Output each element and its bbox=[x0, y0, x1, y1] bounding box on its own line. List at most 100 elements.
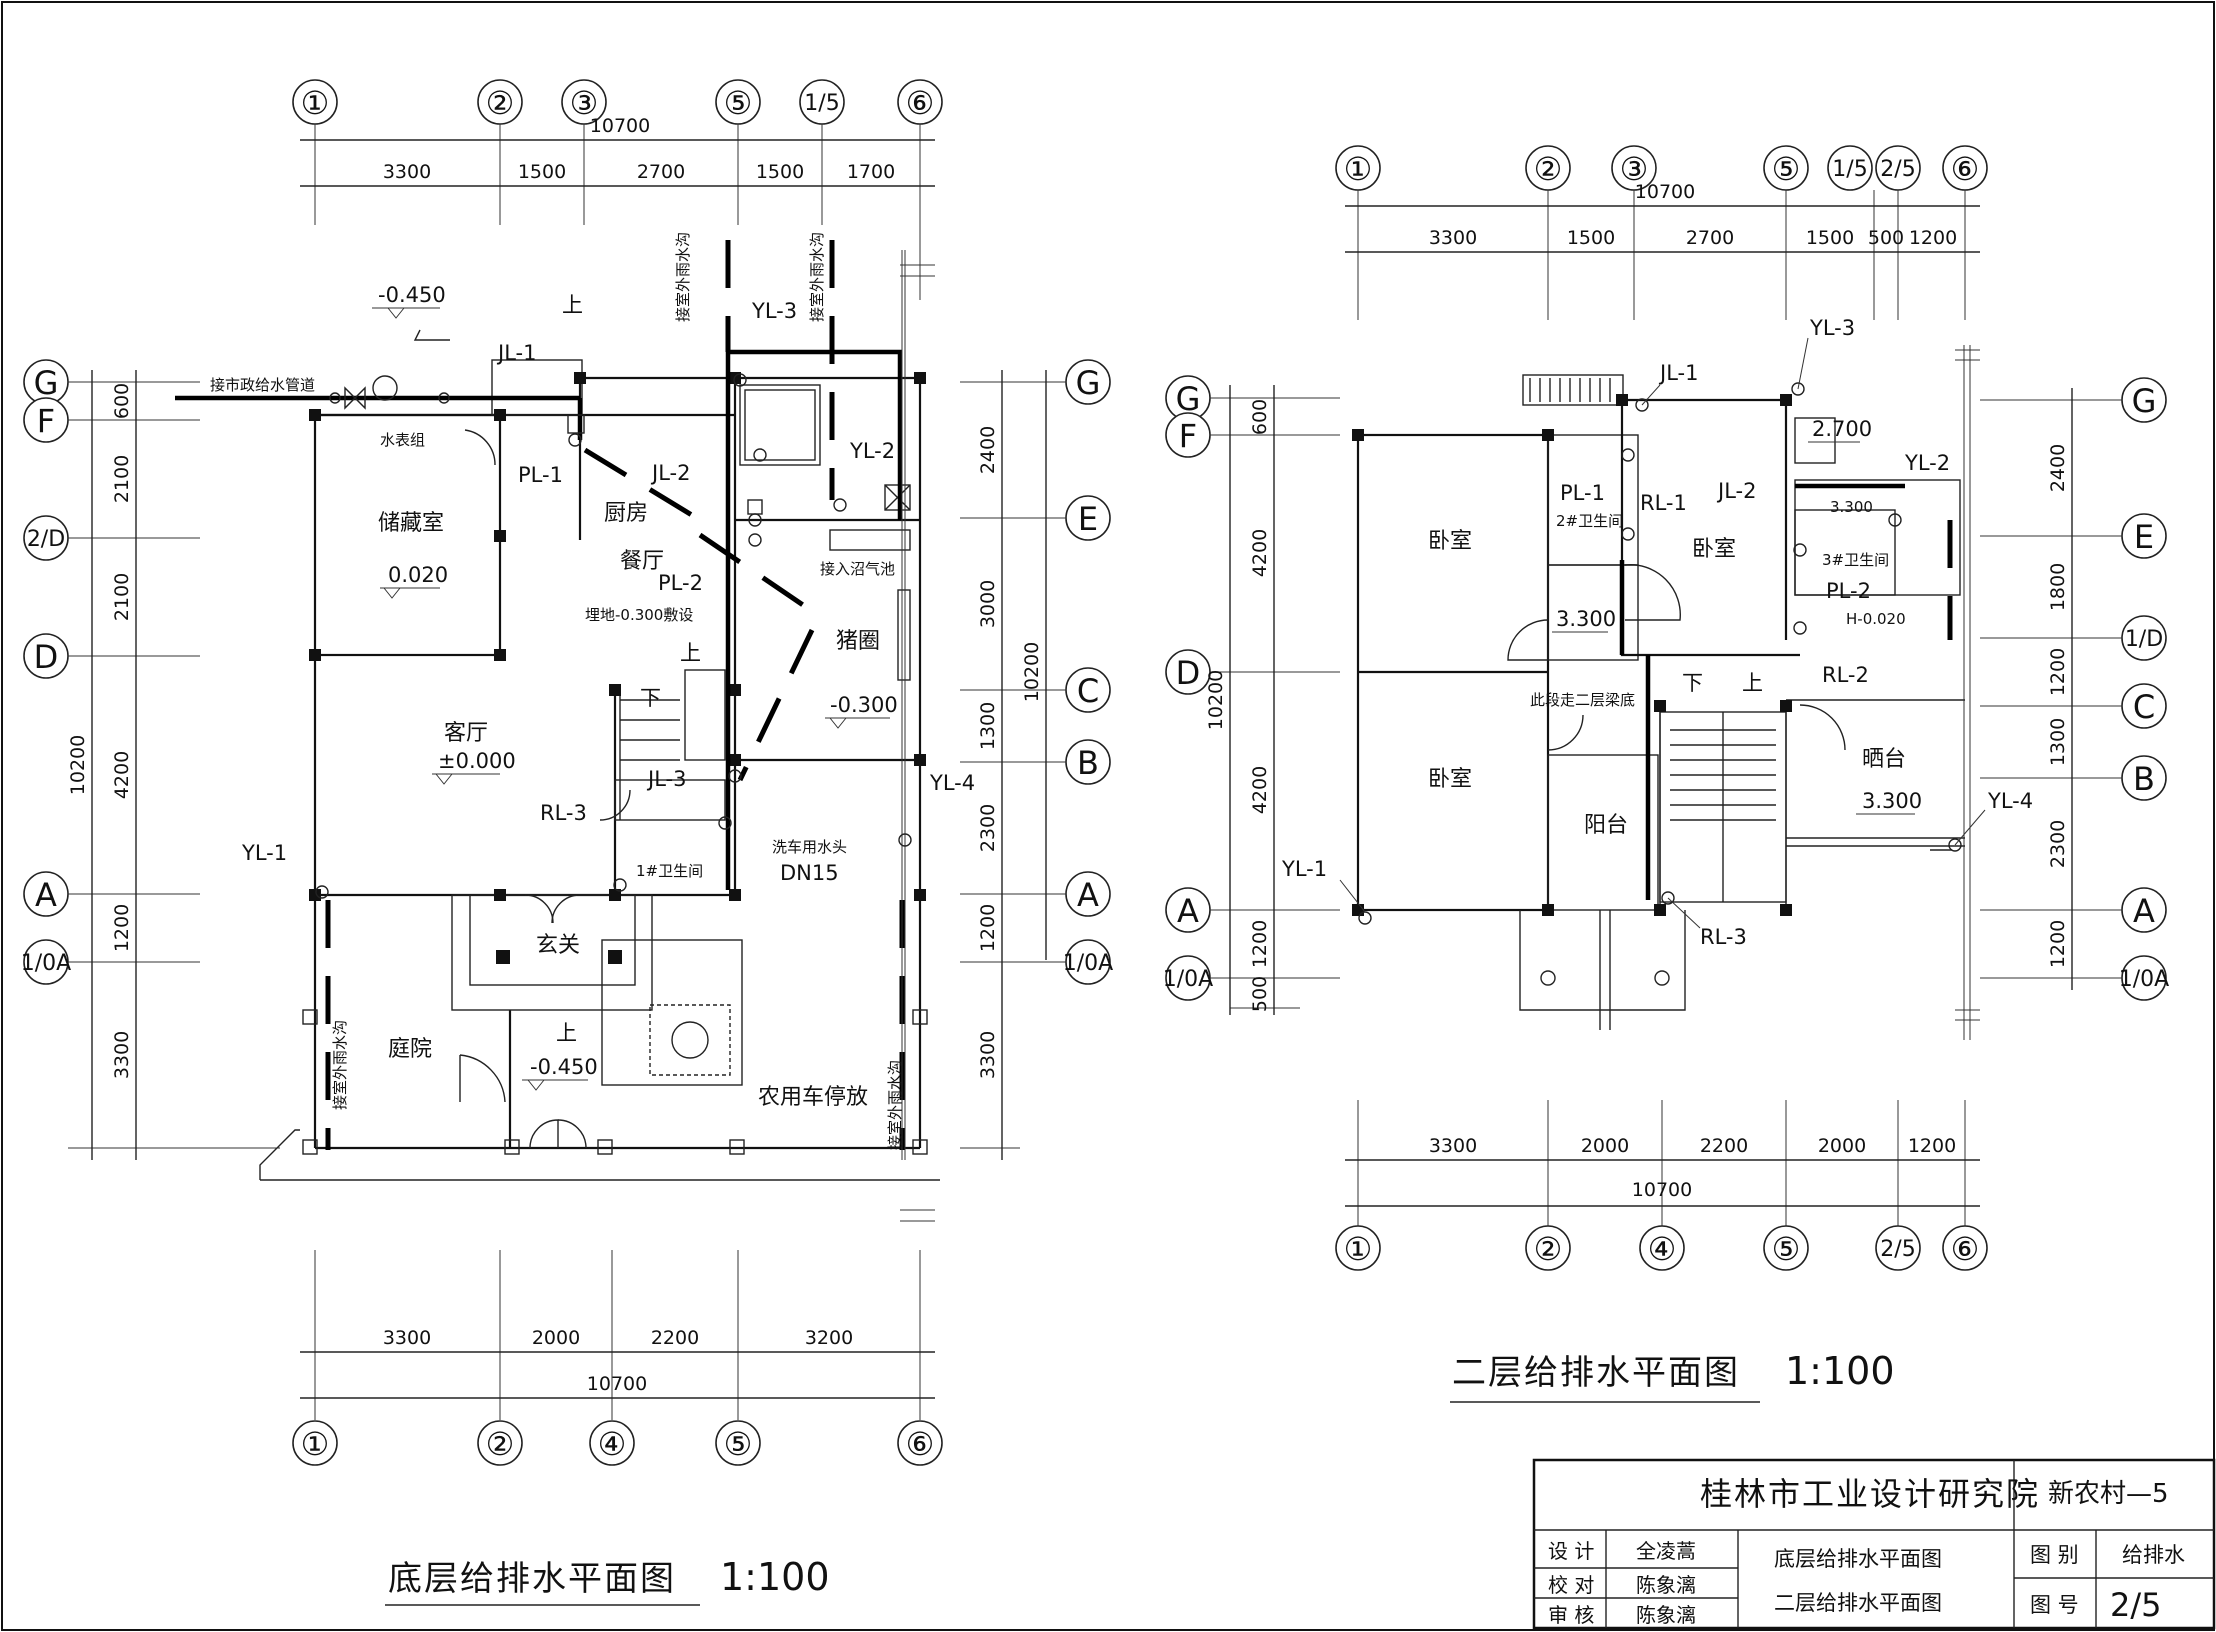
axis-bubble: A bbox=[1177, 892, 1199, 930]
axis-bubble: 2/5 bbox=[1880, 157, 1915, 182]
axis-bubble: A bbox=[2133, 892, 2155, 930]
pipe-label: JL-2 bbox=[650, 461, 690, 485]
room-label: 厨房 bbox=[604, 501, 648, 526]
room-label: 阳台 bbox=[1584, 813, 1628, 838]
ground-pipes bbox=[175, 240, 935, 1222]
room-label: 猪圈 bbox=[836, 629, 880, 654]
dim-total: 10200 bbox=[1021, 642, 1043, 702]
number-label: 图 号 bbox=[2030, 1593, 2079, 1617]
category-label: 图 别 bbox=[2030, 1543, 2079, 1567]
dim-segment: 1200 bbox=[2047, 920, 2069, 968]
ground-bottom-axes: 3300 2000 2200 3200 10700 ① ② ④ ⑤ ⑥ bbox=[292, 1250, 943, 1466]
pipe-label: YL-3 bbox=[1809, 316, 1855, 340]
dim-segment: 3300 bbox=[383, 161, 431, 183]
dim-segment: 1500 bbox=[518, 161, 566, 183]
axis-bubble: 1/5 bbox=[804, 91, 839, 116]
axis-bubble: ② bbox=[486, 1425, 515, 1463]
room-label: 餐厅 bbox=[620, 549, 664, 574]
axis-bubble: ⑤ bbox=[1772, 1230, 1801, 1268]
axis-bubble: 1/0A bbox=[1063, 951, 1113, 976]
axis-bubble: 2/5 bbox=[1880, 1237, 1915, 1262]
second-labels: YL-3 JL-1 PL-1 2#卫生间 RL-1 JL-2 卧室 2.700 … bbox=[1281, 316, 2033, 949]
note-text: 接室外雨水沟 bbox=[331, 1020, 349, 1110]
axis-bubble: A bbox=[35, 876, 57, 914]
dim-segment: 4200 bbox=[1249, 766, 1271, 814]
level-mark: 3.300 bbox=[1830, 498, 1873, 516]
dim-segment: 1200 bbox=[1908, 1135, 1956, 1157]
dim-segment: 600 bbox=[111, 383, 133, 419]
note-text: 下 bbox=[640, 686, 661, 710]
room-label: 水表组 bbox=[380, 431, 425, 449]
dim-total: 10200 bbox=[1205, 670, 1227, 730]
ground-columns bbox=[302, 372, 928, 1155]
plan-title: 二层给排水平面图 bbox=[1452, 1353, 1740, 1393]
level-mark: -0.450 bbox=[378, 283, 446, 307]
axis-bubble: C bbox=[2133, 688, 2155, 726]
dim-segment: 2200 bbox=[1700, 1135, 1748, 1157]
dim-total: 10700 bbox=[590, 115, 650, 137]
pipe-label: JL-3 bbox=[646, 767, 686, 791]
dim-segment: 3300 bbox=[1429, 1135, 1477, 1157]
second-walls bbox=[1356, 345, 1980, 1040]
drawing-name-2: 二层给排水平面图 bbox=[1774, 1591, 1942, 1615]
dim-segment: 2400 bbox=[2047, 444, 2069, 492]
dim-segment: 3300 bbox=[1429, 227, 1477, 249]
title-block: 桂林市工业设计研究院 新农村—5 设 计 全凌蒿 校 对 陈象漓 审 核 陈象漓… bbox=[1532, 1458, 2216, 1630]
note-text: DN15 bbox=[780, 861, 839, 885]
ground-floor-plan: ① ② ③ ⑤ 1/5 ⑥ 10700 3300 1500 2700 1500 bbox=[21, 79, 1113, 1606]
plan-scale: 1:100 bbox=[720, 1555, 830, 1599]
axis-bubble: G bbox=[1076, 364, 1101, 402]
axis-bubble: ② bbox=[486, 84, 515, 122]
note-text: 上 bbox=[556, 1021, 577, 1045]
dim-segment: 4200 bbox=[111, 751, 133, 799]
pipe-label: PL-2 bbox=[658, 571, 703, 595]
room-label: 农用车停放 bbox=[758, 1085, 868, 1110]
second-left-axes: G F D A 1/0A 10200 600 4200 4200 1200 50… bbox=[1163, 375, 1340, 1015]
axis-bubble: ⑥ bbox=[906, 1425, 935, 1463]
axis-bubble: 1/0A bbox=[2119, 967, 2169, 992]
ground-right-axes: G E C B A 1/0A 2400 3000 1300 2300 1200 bbox=[960, 359, 1113, 1160]
dim-segment: 2000 bbox=[1581, 1135, 1629, 1157]
dim-segment: 1500 bbox=[1806, 227, 1854, 249]
check-name: 陈象漓 bbox=[1636, 1573, 1696, 1597]
axis-bubble: F bbox=[37, 402, 55, 440]
room-label: 卧室 bbox=[1428, 767, 1472, 792]
axis-bubble: F bbox=[1179, 417, 1197, 455]
ground-left-axes: G F 2/D D A 1/0A 10200 600 2100 2100 420… bbox=[21, 359, 280, 1160]
review-name: 陈象漓 bbox=[1636, 1603, 1696, 1627]
axis-bubble: ⑥ bbox=[906, 84, 935, 122]
dim-segment: 2200 bbox=[651, 1327, 699, 1349]
pipe-label: YL-1 bbox=[241, 841, 287, 865]
pipe-label: YL-2 bbox=[1904, 451, 1950, 475]
pipe-label: JL-1 bbox=[1658, 361, 1698, 385]
room-label: 卧室 bbox=[1428, 529, 1472, 554]
axis-bubble: D bbox=[1176, 654, 1201, 692]
axis-bubble: 1/0A bbox=[1163, 967, 1213, 992]
room-label: 储藏室 bbox=[378, 511, 444, 536]
note-text: 接室外雨水沟 bbox=[886, 1060, 904, 1150]
axis-bubble: ⑥ bbox=[1951, 150, 1980, 188]
category-value: 给排水 bbox=[2122, 1543, 2185, 1567]
dim-segment: 3300 bbox=[977, 1031, 999, 1079]
dim-segment: 500 bbox=[1249, 976, 1271, 1012]
level-mark: -0.300 bbox=[830, 693, 898, 717]
pipe-label: RL-3 bbox=[540, 801, 587, 825]
axis-bubble: 1/D bbox=[2125, 627, 2163, 652]
pipe-label: RL-1 bbox=[1640, 491, 1687, 515]
dim-segment: 2400 bbox=[977, 426, 999, 474]
axis-bubble: D bbox=[34, 638, 59, 676]
room-label: 1#卫生间 bbox=[636, 862, 703, 880]
level-mark: 0.020 bbox=[388, 563, 448, 587]
plan-scale: 1:100 bbox=[1785, 1349, 1895, 1393]
dim-segment: 2100 bbox=[111, 455, 133, 503]
dim-total: 10700 bbox=[1632, 1179, 1692, 1201]
dim-segment: 1200 bbox=[111, 904, 133, 952]
axis-bubble: ③ bbox=[570, 84, 599, 122]
axis-bubble: ⑤ bbox=[1772, 150, 1801, 188]
pipe-label: YL-4 bbox=[1987, 789, 2033, 813]
axis-bubble: ① bbox=[301, 84, 330, 122]
institute-name: 桂林市工业设计研究院 bbox=[1700, 1475, 2040, 1513]
level-mark: 3.300 bbox=[1862, 789, 1922, 813]
axis-bubble: ⑤ bbox=[724, 84, 753, 122]
